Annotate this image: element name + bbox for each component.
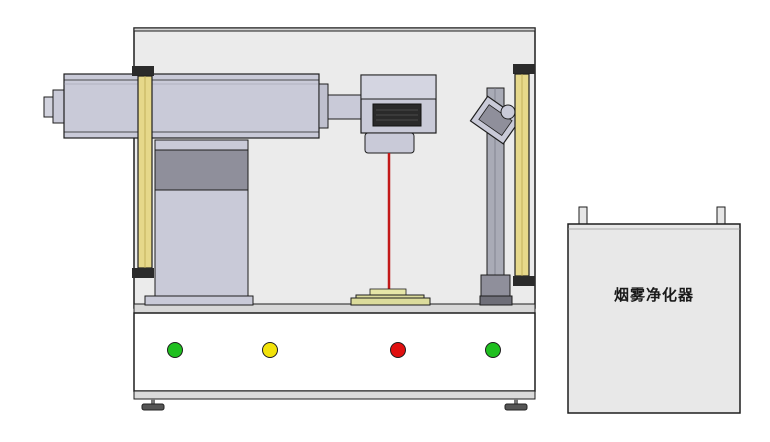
leveling-foot-left [141,399,165,411]
fume-extractor [567,206,741,414]
indicator-light-red [390,342,406,358]
galvo-scan-head [360,74,437,154]
laser-end-cap [43,96,54,118]
cabinet-bottom-rail [133,390,536,400]
light-curtain-left [132,66,154,278]
fume-extractor-handle-right [716,206,726,225]
indicator-lights [167,342,501,358]
fume-extractor-label: 烟雾净化器 [613,286,694,304]
indicator-light-green-1 [167,342,183,358]
cabinet-top-edge [133,27,536,32]
indicator-light-green-2 [485,342,501,358]
f-theta-lens [364,132,415,154]
camera-mount-clamp [500,104,516,120]
fume-extractor-handle-left [578,206,588,225]
control-panel-base [133,312,536,392]
lift-column [144,139,254,306]
work-fixture [350,288,431,306]
beam-expander [327,94,362,120]
indicator-light-yellow [262,342,278,358]
fume-extractor-body [567,223,741,414]
leveling-foot-right [504,399,528,411]
light-curtain-right [513,64,535,286]
laser-source [43,73,362,139]
